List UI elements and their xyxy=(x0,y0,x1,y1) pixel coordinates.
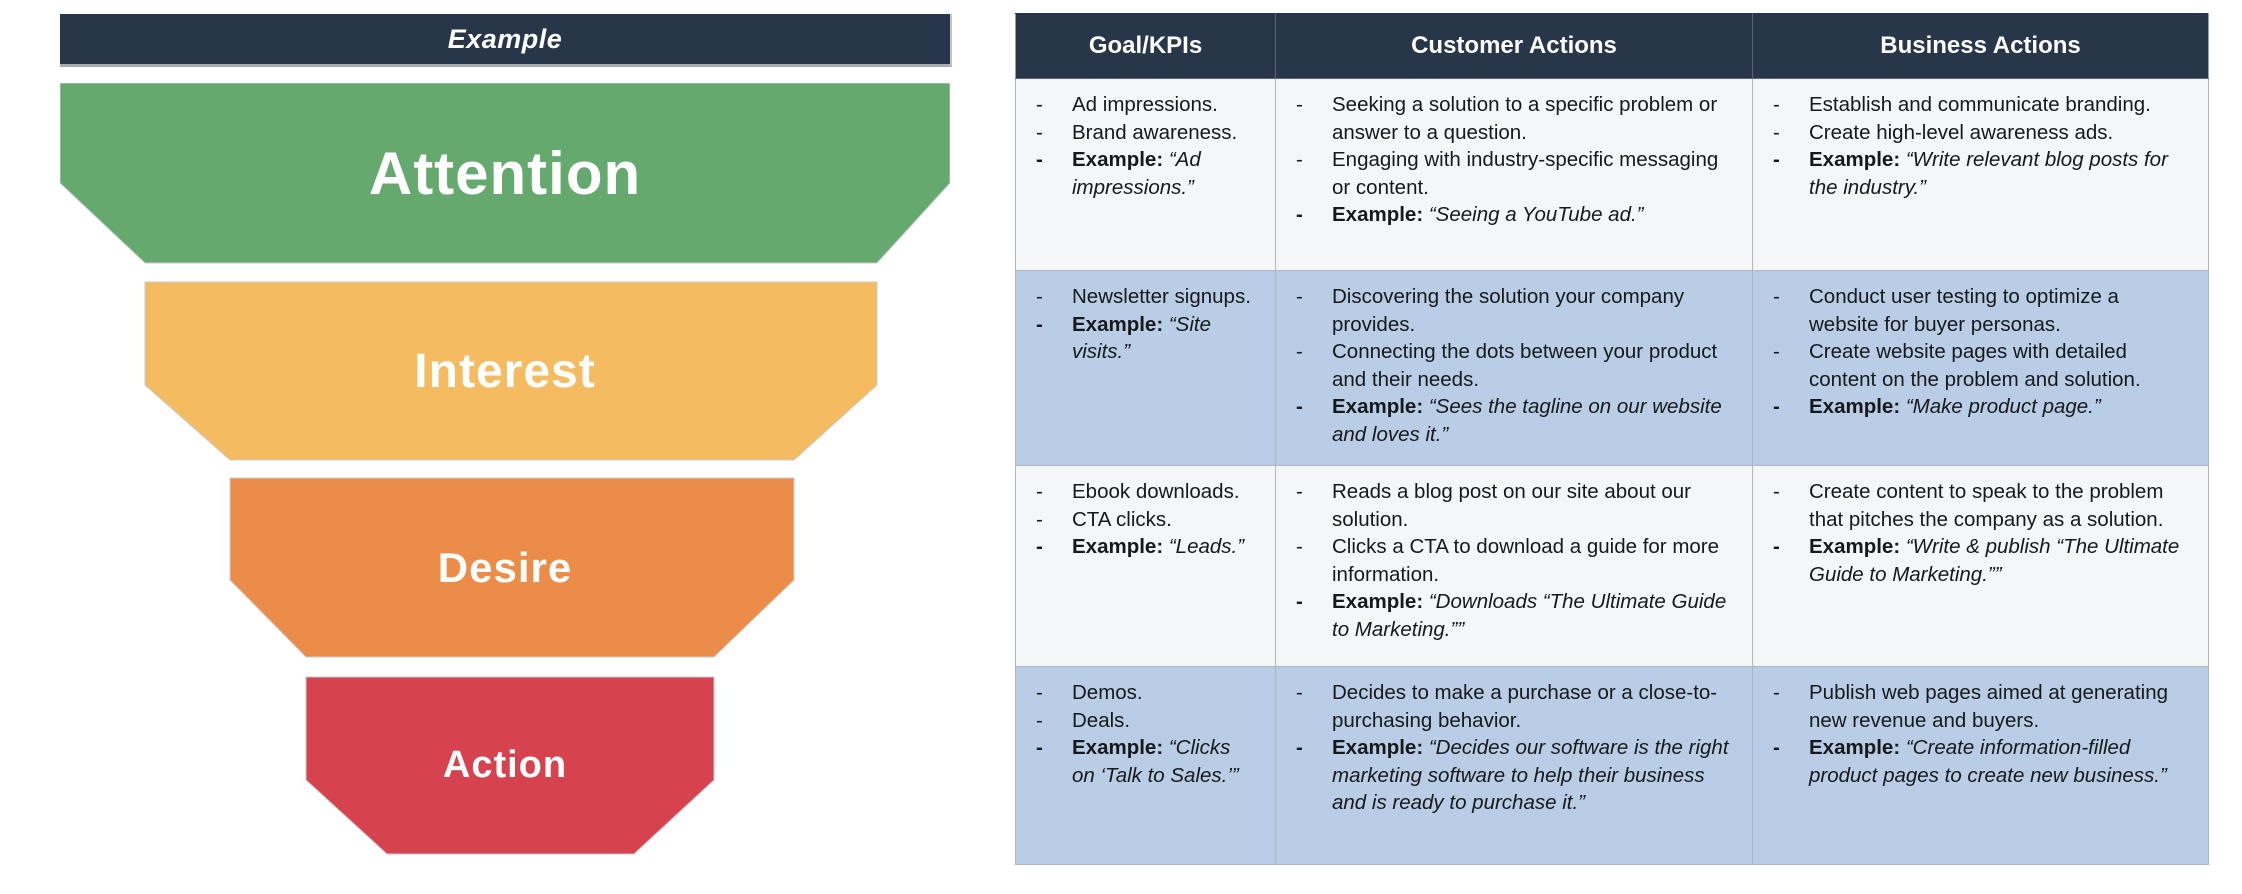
bullet-item: -Ad impressions. xyxy=(1036,93,1218,116)
bullet-item: -Reads a blog post on our site about our… xyxy=(1296,480,1691,531)
funnel-stage-interest-label: Interest xyxy=(414,344,596,398)
example-item: -Example: “Seeing a YouTube ad.” xyxy=(1296,203,1644,226)
bullet-item: -Deals. xyxy=(1036,708,1131,732)
bullet-item: -CTA clicks. xyxy=(1036,507,1172,531)
bullet-item: -Decides to make a purchase or a close-t… xyxy=(1296,681,1718,732)
funnel-stage-attention-shape xyxy=(60,83,950,264)
cell-desire-business: -Create content to speak to the problem … xyxy=(1752,465,2209,667)
example-item: -Example: “Leads.” xyxy=(1036,535,1245,558)
table-header-row: Goal/KPIs Customer Actions Business Acti… xyxy=(1015,13,2209,79)
cell-action-customer: -Decides to make a purchase or a close-t… xyxy=(1275,666,1753,865)
funnel-example-header: Example xyxy=(60,14,952,67)
table-row-interest: -Newsletter signups. -Example: “Site vis… xyxy=(1015,270,2209,466)
header-business-actions: Business Actions xyxy=(1752,13,2209,79)
example-item: -Example: “Downloads “The Ultimate Guide… xyxy=(1296,590,1727,641)
cell-attention-customer: -Seeking a solution to a specific proble… xyxy=(1275,78,1753,271)
cell-interest-customer: -Discovering the solution your company p… xyxy=(1275,270,1753,466)
bullet-item: -Create website pages with detailed cont… xyxy=(1773,340,2141,391)
funnel-stage-desire-shape xyxy=(229,477,795,658)
bullet-item: -Ebook downloads. xyxy=(1036,480,1240,503)
bullet-item: -Connecting the dots between your produc… xyxy=(1296,340,1718,391)
cell-action-goal: -Demos. -Deals. -Example: “Clicks on ‘Ta… xyxy=(1015,666,1276,865)
bullet-item: -Brand awareness. xyxy=(1036,120,1238,144)
example-item: -Example: “Ad impressions.” xyxy=(1036,148,1201,199)
bullet-item: -Establish and communicate branding. xyxy=(1773,93,2151,116)
bullet-item: -Create high-level awareness ads. xyxy=(1773,120,2114,144)
funnel-stage-attention-label: Attention xyxy=(368,139,642,207)
funnel-labels: Attention Interest Desire Action xyxy=(60,83,950,858)
table-row-desire: -Ebook downloads. -CTA clicks. -Example:… xyxy=(1015,465,2209,667)
funnel-kpi-table: Goal/KPIs Customer Actions Business Acti… xyxy=(1015,13,2209,865)
cell-attention-business: -Establish and communicate branding. -Cr… xyxy=(1752,78,2209,271)
cell-desire-customer: -Reads a blog post on our site about our… xyxy=(1275,465,1753,667)
bullet-item: -Engaging with industry-specific messagi… xyxy=(1296,148,1719,199)
funnel-stage-interest-shape xyxy=(144,281,878,461)
example-item: -Example: “Write & publish “The Ultimate… xyxy=(1773,535,2180,586)
table-row-attention: -Ad impressions. -Brand awareness. -Exam… xyxy=(1015,78,2209,271)
funnel-stage-desire-label: Desire xyxy=(437,543,573,591)
example-item: -Example: “Clicks on ‘Talk to Sales.’” xyxy=(1036,736,1239,787)
example-item: -Example: “Create information-filled pro… xyxy=(1773,736,2167,787)
bullet-item: -Create content to speak to the problem … xyxy=(1773,480,2164,531)
marketing-funnel: Example Attention Interest Desire Action xyxy=(60,0,952,894)
table-row-action: -Demos. -Deals. -Example: “Clicks on ‘Ta… xyxy=(1015,666,2209,865)
funnel-stage-action-label: Action xyxy=(442,744,568,786)
bullet-item: -Publish web pages aimed at generating n… xyxy=(1773,681,2168,732)
cell-desire-goal: -Ebook downloads. -CTA clicks. -Example:… xyxy=(1015,465,1276,667)
funnel-example-label: Example xyxy=(447,23,563,54)
example-item: -Example: “Decides our software is the r… xyxy=(1296,736,1729,814)
bullet-item: -Demos. xyxy=(1036,681,1143,704)
bullet-item: -Newsletter signups. xyxy=(1036,285,1251,308)
cell-action-business: -Publish web pages aimed at generating n… xyxy=(1752,666,2209,865)
bullet-item: -Clicks a CTA to download a guide for mo… xyxy=(1296,535,1720,586)
header-customer-actions: Customer Actions xyxy=(1275,13,1753,79)
funnel-stage-action-shape xyxy=(305,676,715,855)
cell-attention-goal: -Ad impressions. -Brand awareness. -Exam… xyxy=(1015,78,1276,271)
example-item: -Example: “Write relevant blog posts for… xyxy=(1773,148,2168,199)
example-item: -Example: “Sees the tagline on our websi… xyxy=(1296,395,1722,446)
bullet-item: -Seeking a solution to a specific proble… xyxy=(1296,93,1718,144)
bullet-item: -Discovering the solution your company p… xyxy=(1296,285,1685,336)
example-item: -Example: “Site visits.” xyxy=(1036,312,1212,364)
cell-interest-business: -Conduct user testing to optimize a webs… xyxy=(1752,270,2209,466)
cell-interest-goal: -Newsletter signups. -Example: “Site vis… xyxy=(1015,270,1276,466)
header-goal-kpis: Goal/KPIs xyxy=(1015,13,1276,79)
funnel-shapes xyxy=(60,83,950,855)
bullet-item: -Conduct user testing to optimize a webs… xyxy=(1773,285,2119,336)
example-item: -Example: “Make product page.” xyxy=(1773,395,2101,418)
